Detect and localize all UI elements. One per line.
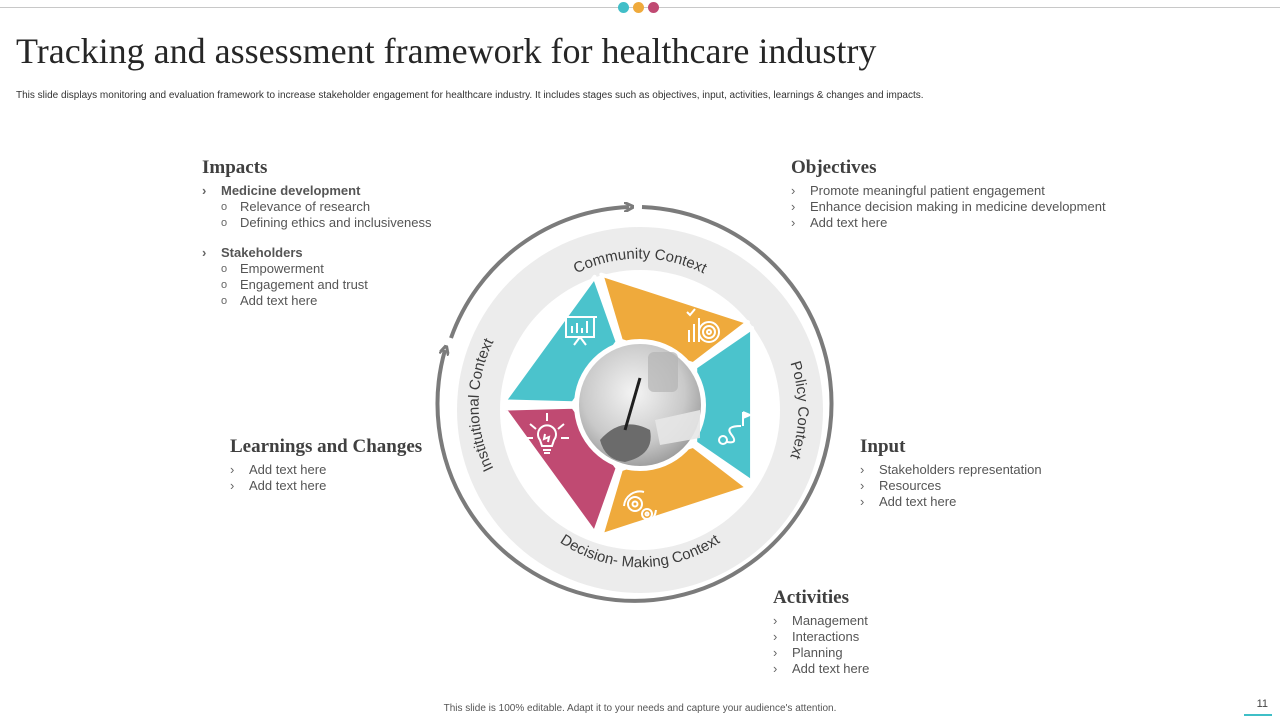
list-item: Relevance of research <box>221 199 432 215</box>
page-title: Tracking and assessment framework for he… <box>16 31 877 71</box>
impacts-group-stakeholders: Stakeholders Empowerment Engagement and … <box>202 245 432 309</box>
objectives-block: Objectives Promote meaningful patient en… <box>791 157 1106 231</box>
footer-note: This slide is 100% editable. Adapt it to… <box>443 703 837 714</box>
input-heading: Input <box>860 436 906 457</box>
accent-dot <box>648 2 659 13</box>
list-item: Engagement and trust <box>221 277 432 293</box>
list-item: Empowerment <box>221 261 432 277</box>
lightbulb-icon <box>525 413 569 454</box>
accent-dots <box>618 2 659 13</box>
list-item: Enhance decision making in medicine deve… <box>791 199 1106 215</box>
list-item: Management <box>773 613 869 629</box>
list-item: Add text here <box>791 215 1106 231</box>
activities-heading: Activities <box>773 587 849 608</box>
activities-block: Activities Management Interactions Plann… <box>773 587 869 677</box>
list-item: Add text here <box>221 293 432 309</box>
page-number-rule <box>1244 714 1272 716</box>
accent-dot <box>618 2 629 13</box>
list-item: Planning <box>773 645 869 661</box>
list-item: Promote meaningful patient engagement <box>791 183 1106 199</box>
target-chart-icon <box>686 308 720 343</box>
learnings-block: Learnings and Changes Add text here Add … <box>230 436 422 494</box>
cycle-arrow-bottom <box>435 205 834 603</box>
list-item: Add text here <box>230 478 422 494</box>
center-photo <box>574 339 706 471</box>
cycle-arrow-top <box>449 207 629 339</box>
impacts-group-title: Stakeholders <box>202 245 432 261</box>
input-block: Input Stakeholders representation Resour… <box>860 436 1042 510</box>
impacts-heading: Impacts <box>202 157 268 178</box>
wheel-segment-2 <box>693 325 755 485</box>
list-item: Add text here <box>230 462 422 478</box>
impacts-group-title: Medicine development <box>202 183 432 199</box>
list-item: Add text here <box>773 661 869 677</box>
presentation-board-icon <box>563 316 597 346</box>
list-item: Stakeholders representation <box>860 462 1042 478</box>
list-item: Interactions <box>773 629 869 645</box>
gears-icon <box>623 490 657 526</box>
objectives-heading: Objectives <box>791 157 877 178</box>
list-item: Defining ethics and inclusiveness <box>221 215 432 231</box>
list-item: Resources <box>860 478 1042 494</box>
impacts-group-medicine: Medicine development Relevance of resear… <box>202 183 432 231</box>
route-flag-icon <box>718 411 753 445</box>
list-item: Add text here <box>860 494 1042 510</box>
accent-dot <box>633 2 644 13</box>
learnings-heading: Learnings and Changes <box>230 436 423 457</box>
page-subtitle: This slide displays monitoring and evalu… <box>16 90 924 101</box>
page-number: 11 <box>1256 698 1268 710</box>
impacts-block: Impacts Medicine development Relevance o… <box>202 157 432 323</box>
